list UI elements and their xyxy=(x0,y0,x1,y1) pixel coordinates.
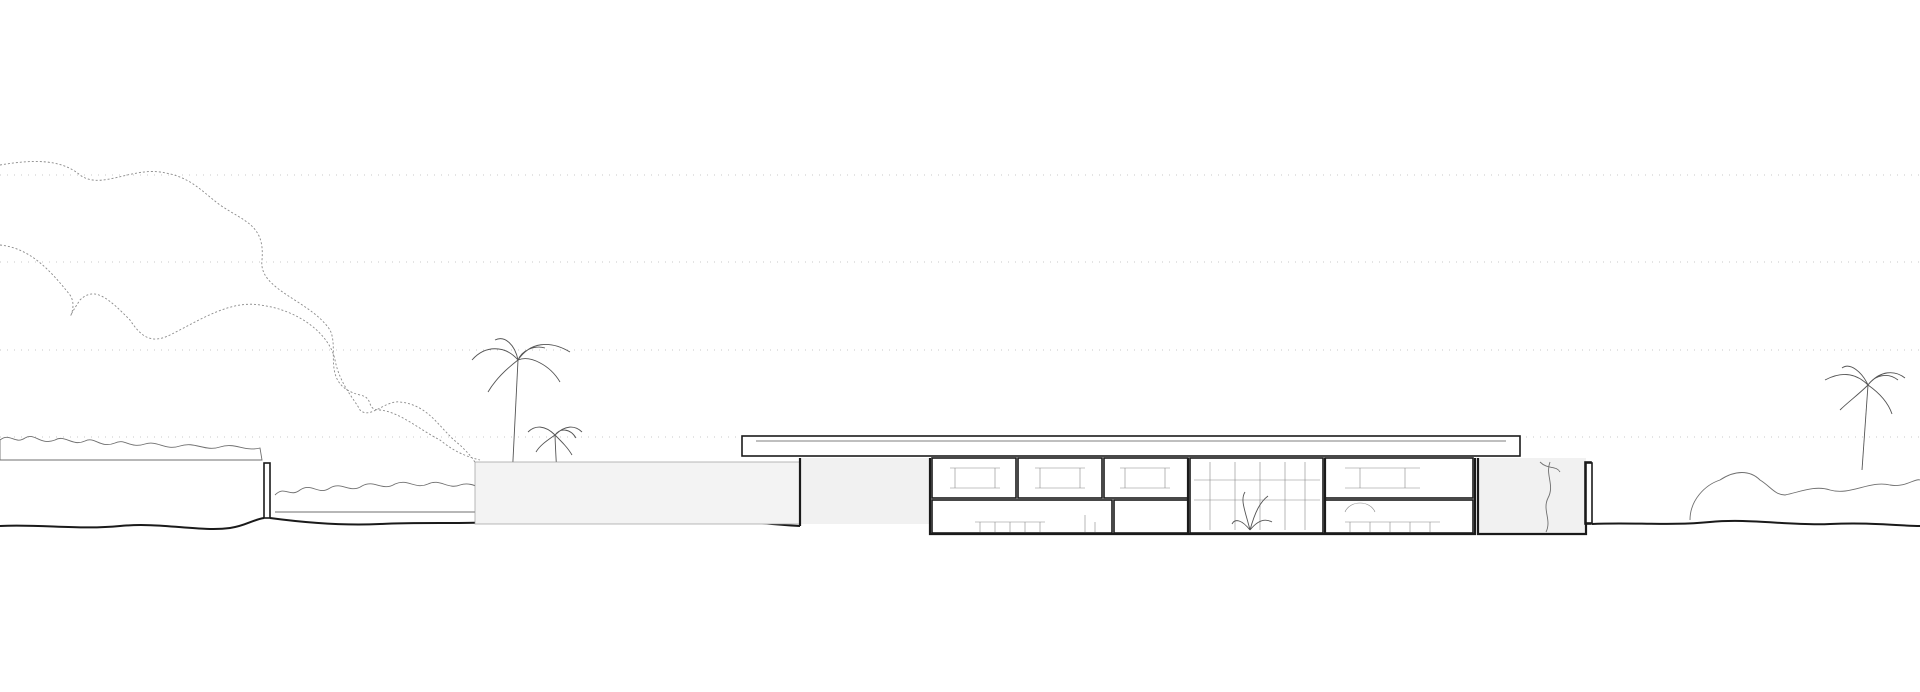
roof-slab xyxy=(741,435,1521,457)
right-shrubs xyxy=(1689,472,1920,521)
upper-floor-rooms xyxy=(931,457,1474,499)
right-boundary-wall xyxy=(1585,462,1593,524)
central-courtyard xyxy=(1189,457,1324,534)
ground-line-right xyxy=(1591,519,1920,527)
level-reference-lines xyxy=(0,174,1920,438)
lower-floor-rooms xyxy=(931,499,1474,534)
tree-canopy-outline xyxy=(0,161,481,471)
left-boundary-wall xyxy=(263,462,271,519)
terrace-glass xyxy=(474,461,801,525)
courtyard-plant xyxy=(1231,491,1273,531)
vine xyxy=(1539,461,1561,533)
left-hedge xyxy=(0,436,263,461)
palm-tree-right xyxy=(1824,365,1906,471)
